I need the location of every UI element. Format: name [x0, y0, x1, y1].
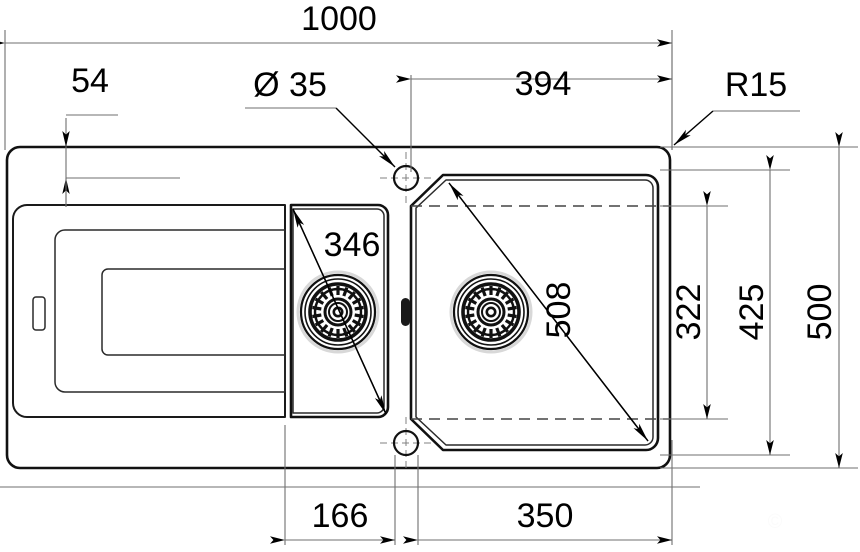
dim-label-346: 346 [324, 226, 381, 264]
dim-label-350: 350 [517, 497, 574, 535]
dim-label-322: 322 [670, 284, 708, 341]
dim-label-425: 425 [733, 284, 771, 341]
dim-tap-offset: 54 [62, 62, 180, 207]
dim-label-1000: 1000 [301, 0, 377, 38]
drain-basket-main [449, 270, 533, 354]
tap-hole-upper [380, 152, 432, 204]
drainboard [12, 204, 286, 418]
dim-label-r15: R15 [725, 66, 787, 104]
sink-body-outline [5, 145, 672, 470]
drainboard-slot [32, 296, 46, 331]
drain-basket-small [296, 270, 380, 354]
dim-tap-hole-diameter: Ø 35 [245, 66, 396, 168]
dim-overall-width: 1000 [0, 0, 673, 150]
dim-label-500: 500 [801, 284, 839, 341]
dim-corner-radius: R15 [673, 66, 800, 146]
dim-label-54: 54 [71, 62, 109, 100]
dim-label-508: 508 [540, 282, 578, 339]
dim-outer-depth: 425 [660, 155, 790, 456]
divider-notch [401, 298, 410, 326]
dim-label-166: 166 [312, 497, 369, 535]
watermark: © [768, 511, 783, 533]
dim-label-394: 394 [515, 65, 572, 103]
dim-small-bowl-width: 166 [270, 425, 396, 545]
tap-hole-lower [380, 417, 432, 469]
dim-inner-depth: 322 [660, 191, 728, 420]
main-bowl [409, 173, 670, 452]
dim-small-bowl-diagonal: 346 [292, 208, 387, 415]
dim-main-bowl-diagonal: 508 [448, 182, 649, 442]
dim-overall-depth: 500 [660, 132, 858, 469]
dim-label-dia35: Ø 35 [253, 66, 327, 104]
dim-main-bowl-width: 350 [403, 440, 673, 545]
bowl-divider [401, 298, 410, 326]
dim-bowl-offset-right: 394 [396, 45, 673, 172]
